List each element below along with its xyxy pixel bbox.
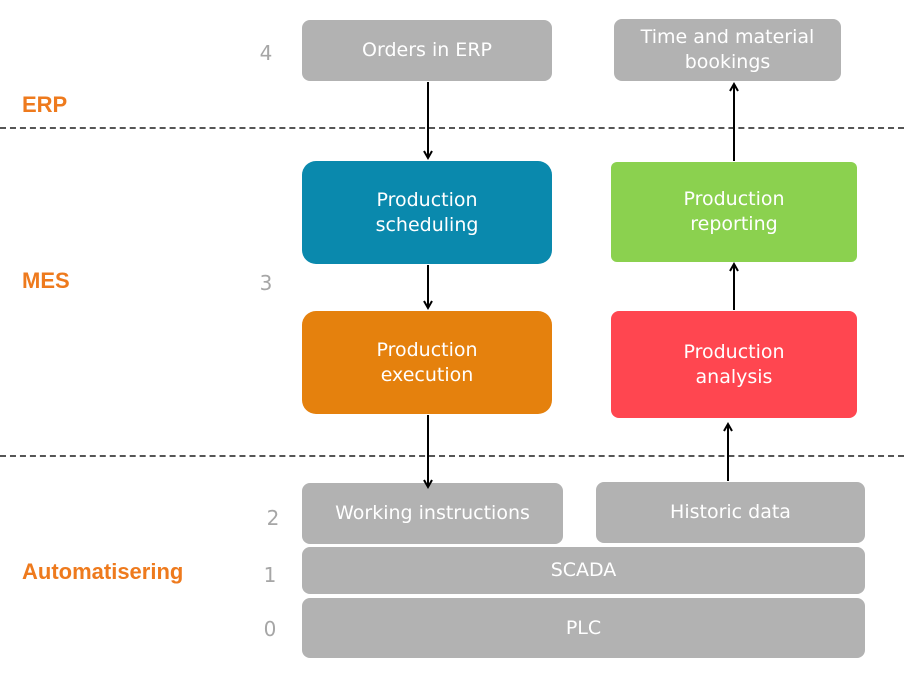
mes-automation-divider bbox=[0, 455, 904, 457]
historic-data-label: Historic data bbox=[670, 501, 791, 523]
working-instructions-box: Working instructions bbox=[302, 483, 563, 544]
level-number-2: 2 bbox=[266, 506, 280, 530]
orders-in-erp-box: Orders in ERP bbox=[302, 20, 552, 81]
level-number-0: 0 bbox=[263, 617, 277, 641]
production-reporting-label: Production reporting bbox=[683, 188, 785, 235]
level-number-4: 4 bbox=[259, 41, 273, 65]
layer-label-automation: Automatisering bbox=[22, 559, 184, 584]
working-instructions-label: Working instructions bbox=[335, 502, 530, 524]
plc-label: PLC bbox=[565, 616, 602, 639]
production-scheduling-label: Production scheduling bbox=[375, 188, 479, 236]
time-material-bookings-label: Time and material bookings bbox=[640, 26, 815, 73]
layer-label-erp: ERP bbox=[22, 92, 68, 117]
scada-box: SCADA bbox=[302, 547, 865, 594]
plc-box: PLC bbox=[302, 598, 865, 658]
production-execution-label: Production execution bbox=[376, 338, 478, 386]
level-number-1: 1 bbox=[263, 563, 277, 587]
production-analysis-box: Production analysis bbox=[611, 311, 857, 418]
production-scheduling-box: Production scheduling bbox=[302, 161, 552, 264]
production-reporting-box: Production reporting bbox=[611, 162, 857, 262]
production-execution-box: Production execution bbox=[302, 311, 552, 414]
orders-in-erp-label: Orders in ERP bbox=[362, 39, 492, 61]
level-number-3: 3 bbox=[259, 271, 273, 295]
erp-mes-divider bbox=[0, 127, 904, 129]
scada-label: SCADA bbox=[550, 559, 617, 581]
production-analysis-label: Production analysis bbox=[683, 340, 785, 388]
layer-label-mes: MES bbox=[22, 268, 70, 293]
time-material-bookings-box: Time and material bookings bbox=[614, 19, 841, 81]
historic-data-box: Historic data bbox=[596, 482, 865, 543]
